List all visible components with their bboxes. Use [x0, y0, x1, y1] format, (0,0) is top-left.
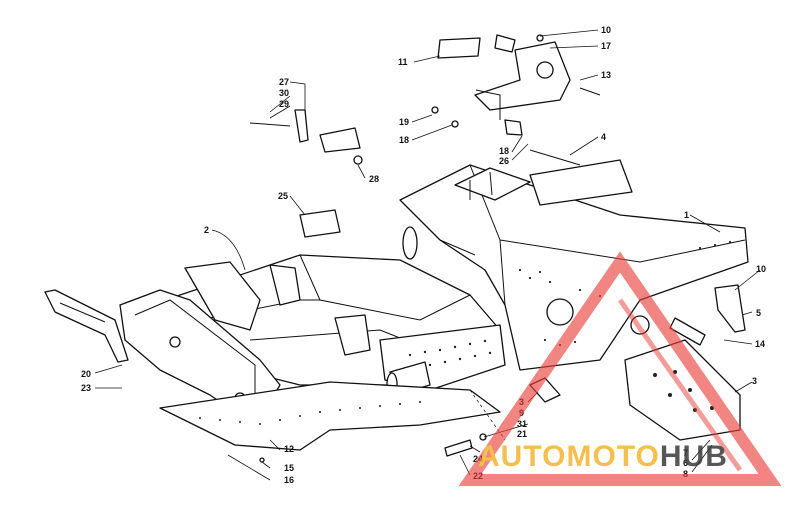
callout-29: 29: [279, 99, 289, 109]
callout-20: 20: [81, 369, 91, 379]
callout-15: 15: [284, 463, 294, 473]
watermark-triangle: [458, 251, 782, 486]
callout-2: 2: [204, 225, 209, 235]
callout-11: 11: [398, 57, 408, 67]
tunnel-hole-left: [546, 298, 574, 326]
callout-1: 1: [684, 210, 689, 220]
callout-25: 25: [278, 191, 288, 201]
watermark-hub: HUB: [660, 440, 728, 473]
steering-bracket: [437, 34, 601, 136]
side-bracket-20: [44, 289, 129, 363]
leader-lines: [94, 29, 761, 481]
callout-13: 13: [601, 70, 611, 80]
front-frame: [44, 261, 371, 413]
watermark-text: AUTOMOTOHUB: [478, 440, 728, 473]
callout-10-right: 10: [756, 264, 766, 274]
callout-21: 21: [517, 429, 527, 439]
callout-23: 23: [81, 383, 91, 393]
callout-18-upper: 18: [399, 135, 409, 145]
callout-5: 5: [756, 308, 761, 318]
watermark-logo: AUTOMOTOHUB: [458, 251, 782, 486]
callout-10-top: 10: [601, 25, 611, 35]
callout-4: 4: [601, 132, 606, 142]
callout-12: 12: [284, 444, 294, 454]
callout-3-right: 3: [752, 376, 757, 386]
cable-bracket: [249, 109, 363, 165]
plate-25: [299, 209, 341, 238]
callout-28: 28: [369, 174, 379, 184]
callout-18-lower: 18: [499, 146, 509, 156]
callout-19: 19: [399, 117, 409, 127]
callout-14: 14: [755, 339, 765, 349]
callout-26: 26: [499, 156, 509, 166]
tunnel-extension-4: [529, 159, 633, 206]
tunnel-frame: [399, 164, 749, 371]
callout-17: 17: [601, 41, 611, 51]
belly-pan: [159, 381, 506, 451]
callout-7: 7: [683, 448, 688, 458]
callout-31: 31: [517, 419, 527, 429]
callout-27: 27: [279, 77, 289, 87]
watermark-moto: MOTO: [566, 440, 659, 473]
watermark-auto: AUTO: [478, 440, 566, 473]
callout-16: 16: [284, 475, 294, 485]
callout-30: 30: [279, 88, 289, 98]
callout-6: 6: [683, 458, 688, 468]
